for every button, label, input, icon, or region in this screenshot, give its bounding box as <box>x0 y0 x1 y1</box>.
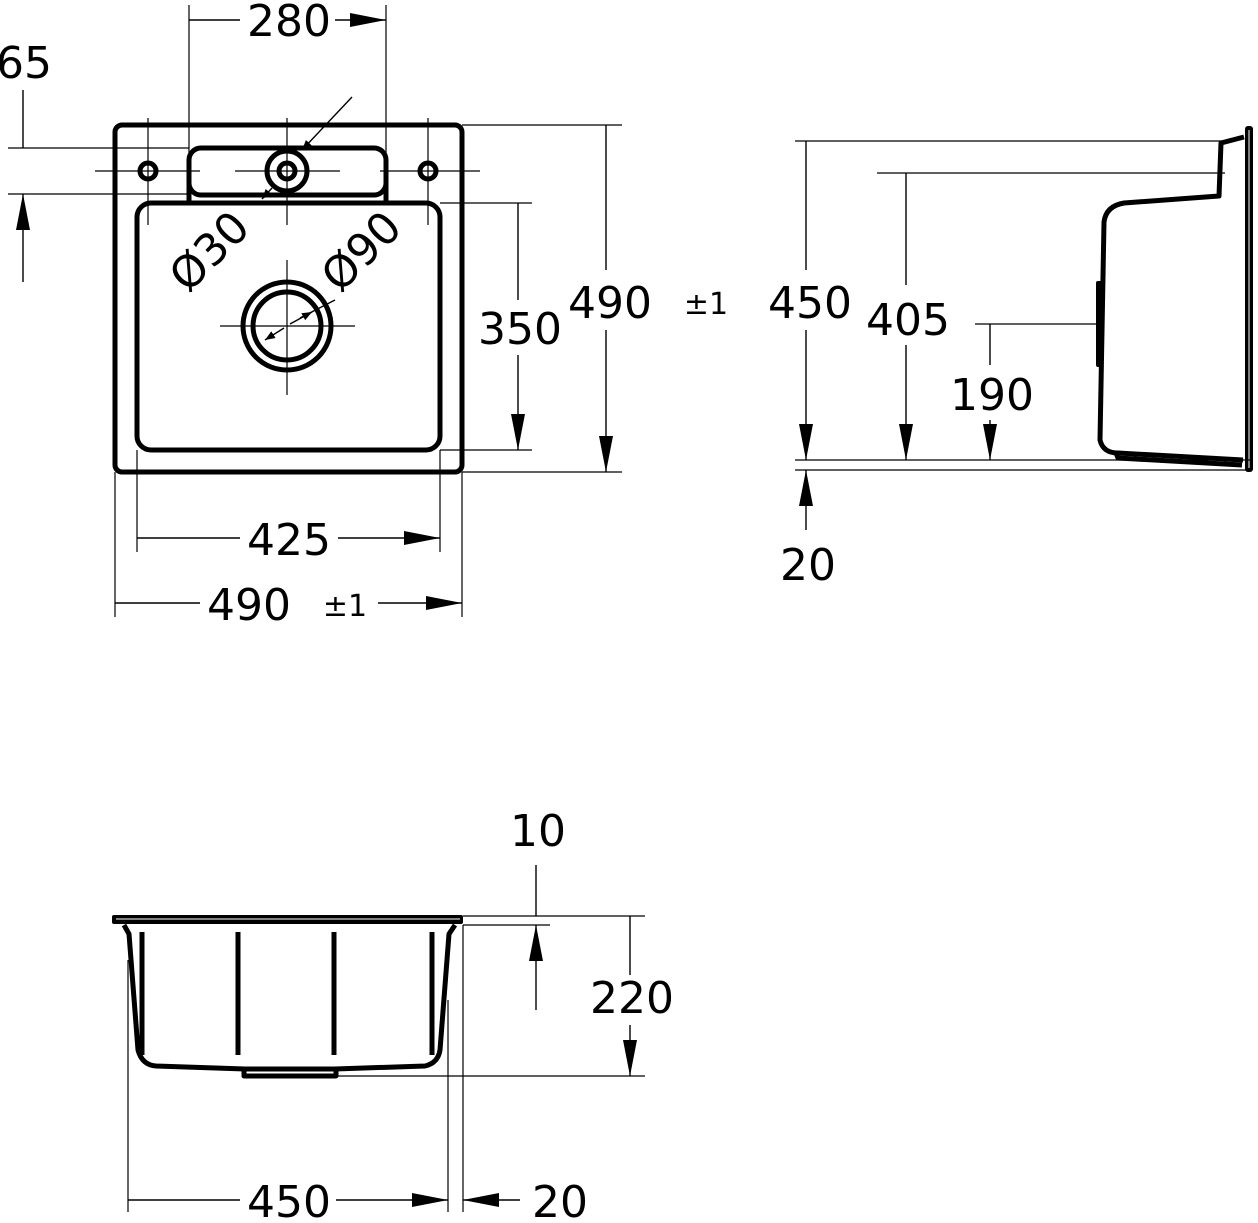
faucet-dia-leader <box>301 96 353 151</box>
dim-20-side-label: 20 <box>780 540 836 591</box>
ext-side <box>795 140 1250 471</box>
front-bowl-profile <box>121 923 458 1072</box>
drain-dia-label: Ø90 <box>312 202 412 302</box>
dim-490-horizontal-label: 490 <box>207 580 291 631</box>
bowl-ribs <box>139 932 435 1055</box>
dim-20-front-label: 20 <box>532 1177 588 1223</box>
dim-490-vertical-tol: ±1 <box>684 287 728 322</box>
drain-stub <box>241 1070 339 1079</box>
dim-490-vertical-label: 490 <box>568 278 652 329</box>
dim-490-horizontal-tol: ±1 <box>323 589 367 624</box>
dim-350-label: 350 <box>478 304 562 355</box>
center-lines <box>95 118 480 395</box>
dim-10-label: 10 <box>510 806 566 857</box>
dim-450-front-label: 450 <box>247 1177 331 1223</box>
dim-450-side-label: 450 <box>768 278 852 329</box>
dim-425-label: 425 <box>247 515 331 566</box>
bowl-outline <box>134 200 443 453</box>
bowl-profile <box>1097 134 1245 463</box>
dim-220-label: 220 <box>590 973 674 1024</box>
front-view: 220 10 450 20 <box>112 806 674 1223</box>
side-view: 450 405 190 20 <box>768 126 1253 591</box>
dim-65-label: 65 <box>0 38 52 89</box>
dim-190-label: 190 <box>950 370 1034 421</box>
sink-outline <box>112 122 465 475</box>
dim-280-label: 280 <box>247 0 331 47</box>
drain-arrow-2 <box>264 327 285 341</box>
bowl-base <box>1113 452 1243 468</box>
drain-arrow-1 <box>289 311 313 325</box>
faucet-dia-leader-2 <box>261 187 273 200</box>
top-view: Ø30 Ø90 280 65 350 490 ±1 425 490 ±1 <box>0 0 728 631</box>
dim-405-label: 405 <box>866 295 950 346</box>
faucet-hole-dia-label: Ø30 <box>160 202 260 302</box>
